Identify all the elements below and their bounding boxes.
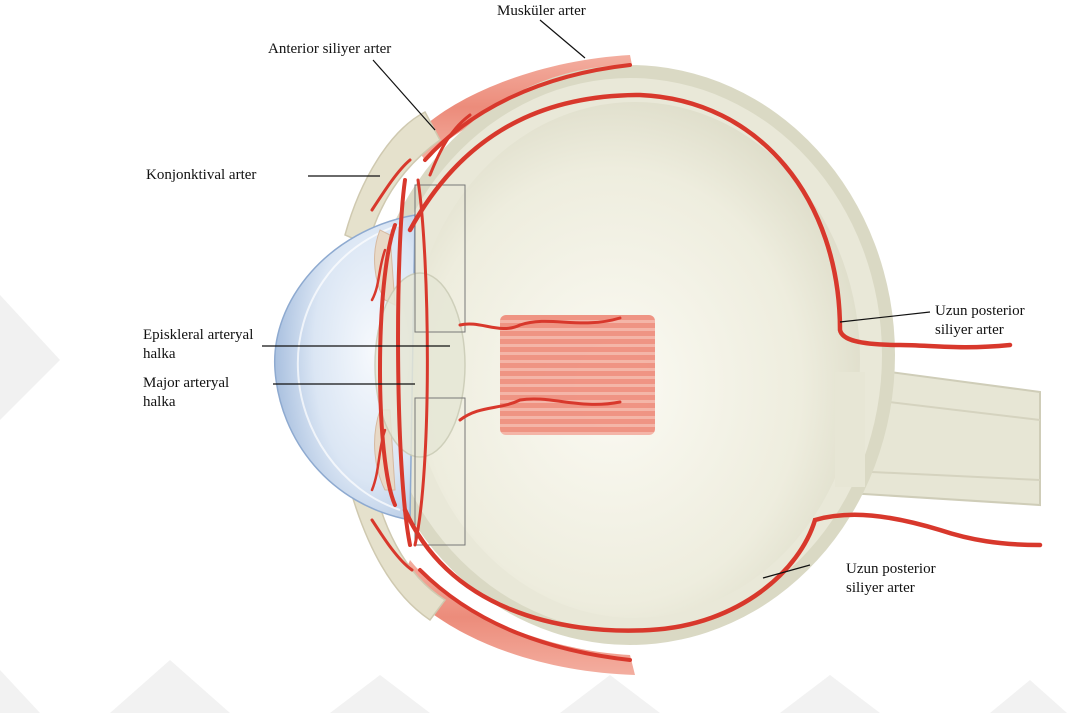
label-anterior-siliyer-arter: Anterior siliyer arter <box>268 40 391 59</box>
label-episkleral-arteryal-halka: Episkleral arteryal halka <box>143 326 253 364</box>
leader-anterior <box>373 60 435 130</box>
label-major-arteryal-halka: Major arteryal halka <box>143 374 229 412</box>
central-muscle <box>500 315 655 435</box>
lens <box>375 273 465 457</box>
label-muskuler-arter: Musküler arter <box>497 2 586 21</box>
leader-muskuler <box>540 20 585 58</box>
label-uzun-posterior-siliyer-arter-lower: Uzun posterior siliyer arter <box>846 560 936 598</box>
label-uzun-posterior-siliyer-arter-upper: Uzun posterior siliyer arter <box>935 302 1025 340</box>
label-konjonktival-arter: Konjonktival arter <box>146 166 256 185</box>
